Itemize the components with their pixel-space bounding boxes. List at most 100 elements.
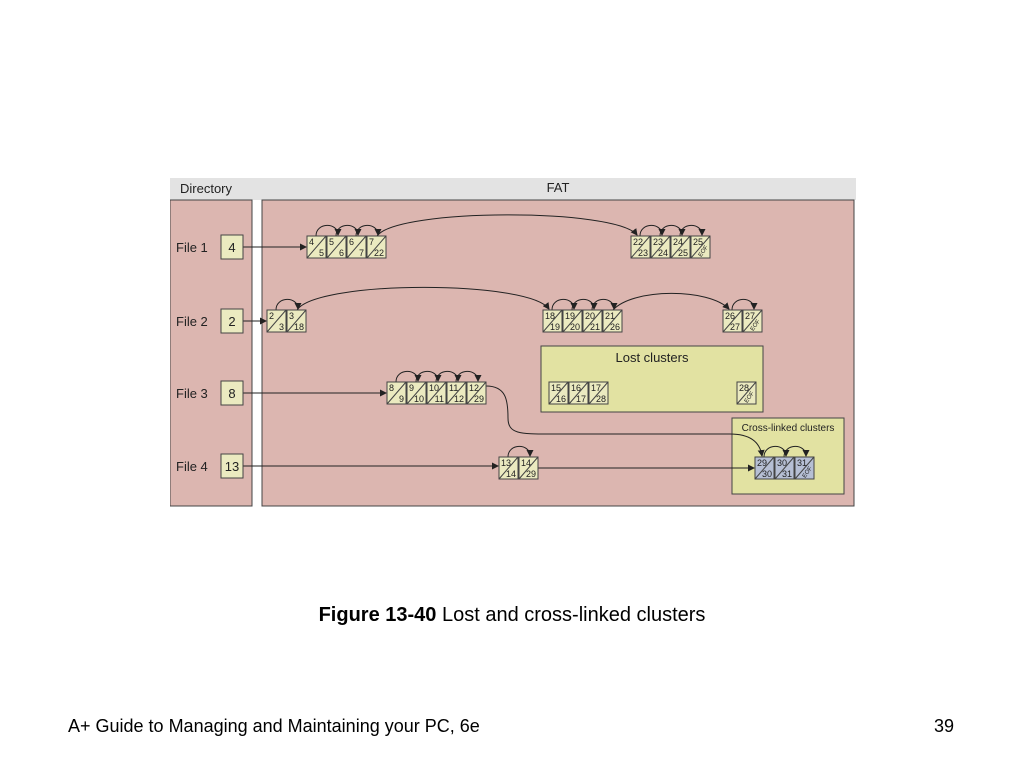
cluster-next-pointer: 23 bbox=[638, 248, 648, 258]
cluster-diagonal bbox=[742, 309, 763, 333]
cluster-diagonal bbox=[774, 456, 795, 480]
directory-start-cluster bbox=[220, 380, 244, 406]
chain-hop-arrow bbox=[639, 224, 666, 237]
cluster-cell: 56 bbox=[326, 235, 347, 259]
cluster-number: 30 bbox=[777, 458, 787, 468]
chain-hop-arrow bbox=[395, 370, 422, 383]
cluster-next-pointer: 11 bbox=[435, 394, 444, 404]
cluster-next-pointer: 3 bbox=[279, 322, 284, 332]
cluster-number: 16 bbox=[571, 383, 581, 393]
cluster-next-pointer: 22 bbox=[374, 248, 384, 258]
directory-file-label: File 2 bbox=[176, 314, 208, 329]
cluster-next-pointer: 29 bbox=[526, 469, 536, 479]
chain-jump-arrow bbox=[296, 286, 550, 311]
cluster-number: 31 bbox=[797, 458, 807, 468]
directory-start-cluster bbox=[220, 234, 244, 260]
cluster-diagonal bbox=[582, 309, 603, 333]
cluster-number: 2 bbox=[269, 311, 274, 321]
cluster-diagonal bbox=[542, 309, 563, 333]
cluster-diagonal bbox=[650, 235, 671, 259]
cluster-next-pointer: 7 bbox=[359, 248, 364, 258]
cluster-next-pointer: 12 bbox=[454, 394, 464, 404]
directory-file-label: File 3 bbox=[176, 386, 208, 401]
chain-hop-arrow bbox=[551, 298, 578, 311]
cluster-diagonal bbox=[630, 235, 651, 259]
cluster-number: 27 bbox=[745, 311, 755, 321]
cluster-number: 24 bbox=[673, 237, 683, 247]
fat-header: FAT bbox=[547, 180, 570, 195]
cross-link-arrow bbox=[485, 385, 765, 457]
cluster-number: 18 bbox=[545, 311, 555, 321]
chain-hop-arrow bbox=[591, 298, 618, 311]
cluster-number: 21 bbox=[605, 311, 615, 321]
cluster-number: 28 bbox=[739, 383, 749, 393]
directory-start-value: 8 bbox=[228, 386, 235, 401]
cluster-next-pointer: 18 bbox=[294, 322, 304, 332]
cluster-diagonal bbox=[690, 235, 711, 259]
cluster-diagonal bbox=[466, 381, 487, 405]
footer-book-title: A+ Guide to Managing and Maintaining you… bbox=[68, 716, 480, 736]
chain-hop-arrow bbox=[435, 370, 462, 383]
cluster-diagonal bbox=[518, 456, 539, 480]
chain-hop-arrow bbox=[571, 298, 598, 311]
cluster-number: 11 bbox=[449, 383, 458, 393]
chain-jump-arrow bbox=[376, 214, 638, 237]
cluster-number: 19 bbox=[565, 311, 575, 321]
cluster-number: 17 bbox=[591, 383, 601, 393]
cluster-cell: 67 bbox=[346, 235, 367, 259]
cluster-diagonal bbox=[306, 235, 327, 259]
cluster-diagonal bbox=[548, 381, 569, 405]
cluster-number: 20 bbox=[585, 311, 595, 321]
cluster-number: 4 bbox=[309, 237, 314, 247]
cluster-diagonal bbox=[386, 381, 407, 405]
cluster-number: 25 bbox=[693, 237, 703, 247]
cluster-next-pointer: 9 bbox=[399, 394, 404, 404]
directory-start-value: 2 bbox=[228, 314, 235, 329]
cluster-number: 15 bbox=[551, 383, 561, 393]
cluster-diagonal bbox=[602, 309, 623, 333]
cluster-diagonal bbox=[588, 381, 609, 405]
directory-start-cluster bbox=[220, 308, 244, 334]
chain-hop-arrow bbox=[335, 224, 362, 237]
cluster-number: 5 bbox=[329, 237, 334, 247]
cluster-diagonal bbox=[286, 309, 307, 333]
directory-file-label: File 1 bbox=[176, 240, 208, 255]
cluster-next-pointer: 10 bbox=[414, 394, 424, 404]
cluster-cell: 722 bbox=[366, 235, 387, 259]
cluster-next-pointer: 5 bbox=[319, 248, 324, 258]
chain-hop-arrow bbox=[763, 445, 790, 458]
cluster-cell: 23 bbox=[266, 309, 287, 333]
cluster-next-pointer: 17 bbox=[576, 394, 586, 404]
cluster-cell: 45 bbox=[306, 235, 327, 259]
cluster-diagonal bbox=[326, 235, 347, 259]
chain-hop-arrow bbox=[315, 224, 342, 237]
cluster-next-pointer: 6 bbox=[339, 248, 344, 258]
cluster-number: 29 bbox=[757, 458, 767, 468]
cluster-diagonal bbox=[794, 456, 815, 480]
cluster-next-pointer: 28 bbox=[596, 394, 606, 404]
cluster-diagonal bbox=[754, 456, 775, 480]
cluster-next-pointer: 24 bbox=[658, 248, 668, 258]
cluster-next-pointer: 31 bbox=[782, 469, 792, 479]
cluster-diagonal bbox=[406, 381, 427, 405]
cluster-next-pointer: 29 bbox=[474, 394, 484, 404]
directory-start-value: 13 bbox=[225, 459, 239, 474]
cluster-next-pointer: 16 bbox=[556, 394, 566, 404]
